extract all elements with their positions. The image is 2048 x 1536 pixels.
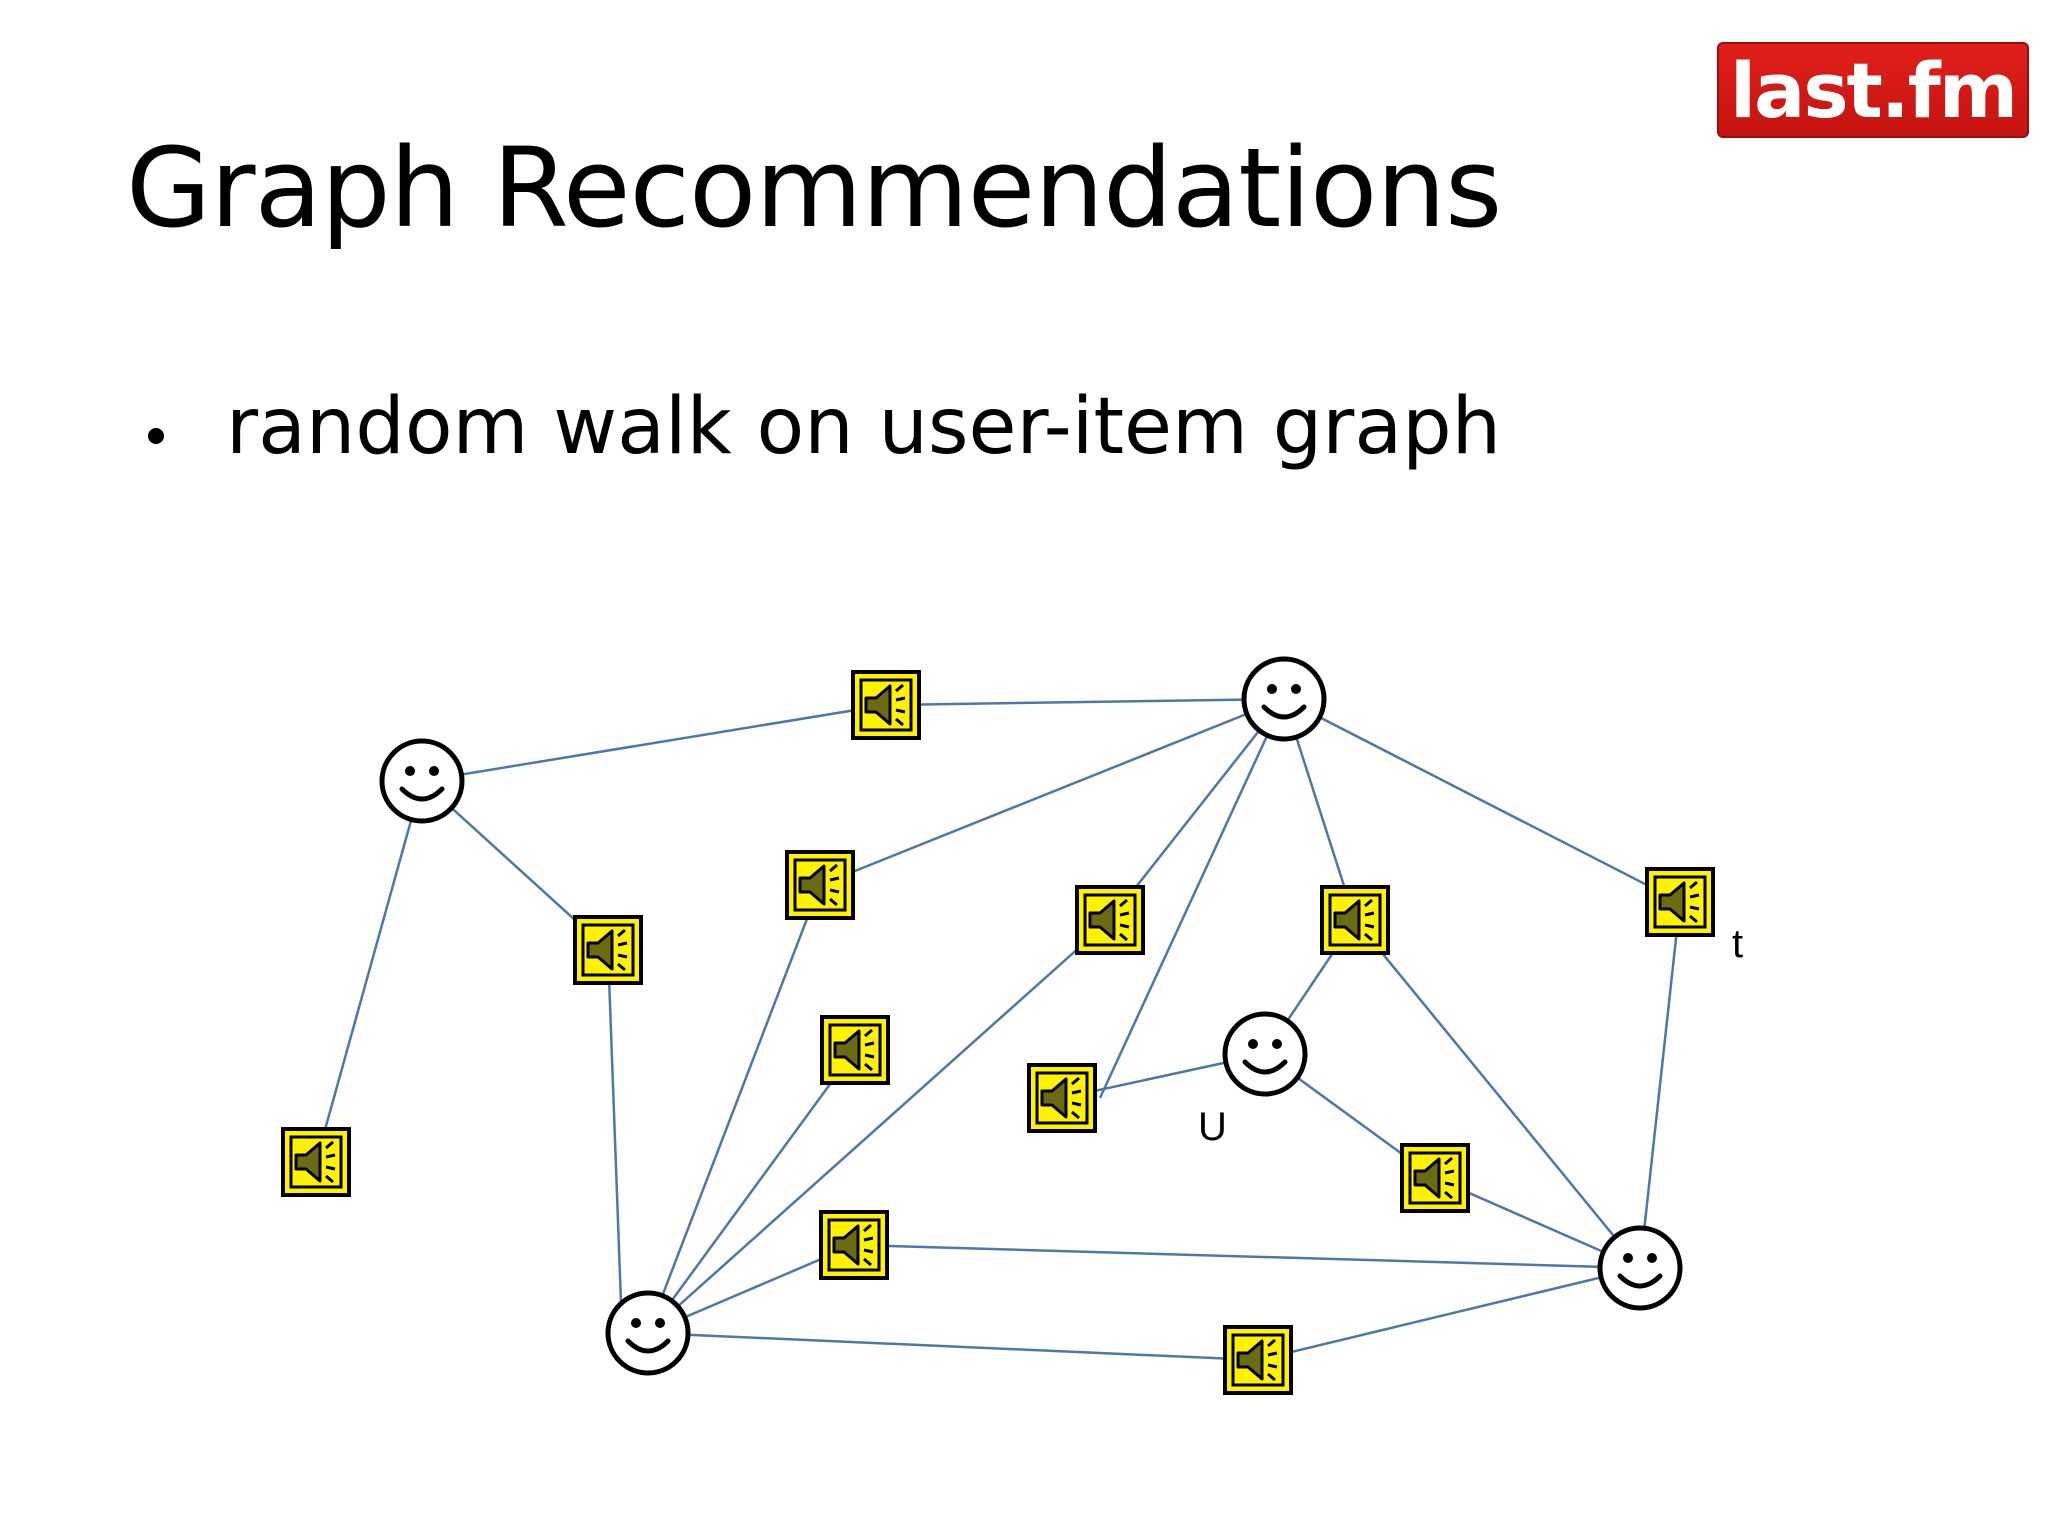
item-nodes (281, 670, 1715, 1395)
smiley-face-icon (382, 741, 462, 821)
graph-edge (421, 703, 887, 783)
graph-edge (819, 697, 1285, 887)
speaker-icon (1400, 1143, 1470, 1213)
slide-title: Graph Recommendations (126, 124, 1502, 252)
graph-edge (1638, 901, 1682, 1269)
smiley-face-icon (1600, 1228, 1680, 1308)
graph-edge (1098, 698, 1286, 1099)
graph-edge (646, 1049, 857, 1334)
label-u: U (1198, 1105, 1227, 1149)
graph-edges (314, 697, 1682, 1362)
graph-edge (1109, 698, 1285, 921)
bullet-dot (148, 428, 164, 444)
graph-edge (1257, 1266, 1641, 1362)
graph-edge (606, 949, 624, 1331)
smiley-face-icon (1225, 1014, 1305, 1094)
graph-edge (647, 919, 1111, 1334)
speaker-icon (573, 915, 643, 985)
speaker-icon (1075, 885, 1145, 955)
graph-edge (885, 697, 1285, 707)
speaker-icon (1645, 867, 1715, 937)
graph-edge (314, 780, 424, 1163)
smiley-face-icon (1244, 659, 1324, 739)
speaker-icon (820, 1015, 890, 1085)
graph-edge (853, 1243, 1641, 1270)
speaker-icon (1320, 885, 1390, 955)
graph-edge (1354, 919, 1641, 1269)
speaker-icon (281, 1127, 351, 1197)
speaker-icon (819, 1210, 889, 1280)
graph-edge (646, 884, 822, 1334)
speaker-icon (851, 670, 921, 740)
bullet-text: random walk on user-item graph (226, 382, 1502, 472)
speaker-icon (1027, 1063, 1097, 1133)
bullet-item: random walk on user-item graph (148, 382, 1501, 472)
speaker-icon (785, 850, 855, 920)
graph-edge (647, 1331, 1259, 1362)
smiley-face-icon (608, 1293, 688, 1373)
label-t: t (1732, 922, 1743, 966)
user-nodes (382, 659, 1680, 1373)
graph-edge (1283, 697, 1681, 904)
speaker-icon (1223, 1325, 1293, 1395)
lastfm-logo: last.fm (1717, 42, 2029, 138)
